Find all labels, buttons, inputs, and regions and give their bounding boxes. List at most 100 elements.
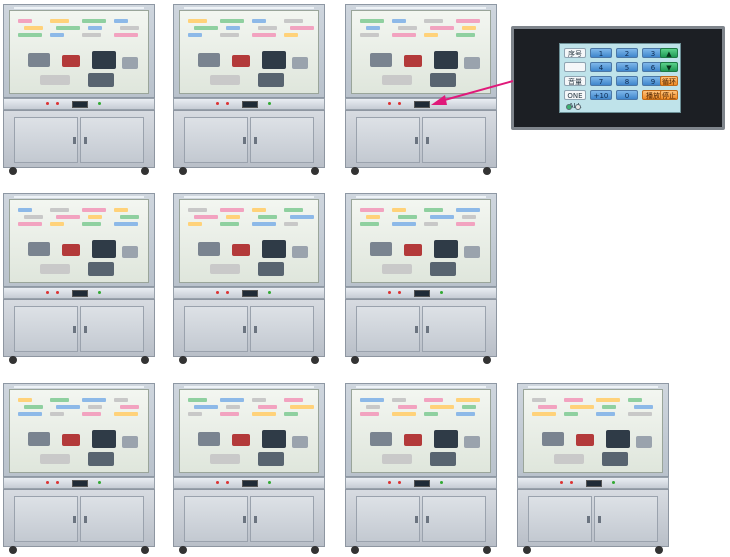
diagram-block	[424, 412, 438, 416]
door-handle	[587, 516, 590, 523]
component	[434, 51, 458, 69]
diagram-block	[252, 33, 276, 37]
control-shelf	[173, 477, 325, 489]
diagram-block	[120, 405, 139, 409]
diagram-block	[220, 412, 239, 416]
caster-wheel	[351, 167, 359, 175]
component	[210, 454, 240, 464]
keypad-key[interactable]: 1	[590, 48, 612, 58]
keypad-key[interactable]: 音量	[564, 76, 586, 86]
diagram-block	[564, 412, 578, 416]
diagram-block	[188, 33, 202, 37]
diagram-block	[628, 412, 652, 416]
component	[258, 262, 284, 276]
diagram-block	[392, 208, 406, 212]
indicator-light	[612, 481, 615, 484]
diagram-block	[88, 26, 102, 30]
diagram-block	[284, 19, 303, 23]
keypad-controller	[72, 480, 88, 487]
keypad-key[interactable]: 循环	[660, 76, 678, 86]
cabinet-body	[3, 299, 155, 357]
component	[292, 436, 308, 448]
display-frame	[517, 383, 669, 477]
diagram-block	[284, 398, 303, 402]
training-cabinet	[173, 4, 325, 176]
diagram-block	[456, 412, 475, 416]
keypad-key[interactable]: ▲	[660, 48, 678, 58]
diagram-block	[462, 26, 476, 30]
component	[262, 51, 286, 69]
diagram-block	[114, 398, 128, 402]
keypad-controller	[72, 290, 88, 297]
component-board	[179, 199, 319, 283]
training-cabinet	[3, 4, 155, 176]
diagram-block	[290, 26, 314, 30]
indicator-light	[216, 102, 219, 105]
keypad-key[interactable]: 8	[616, 76, 638, 86]
diagram-block	[596, 398, 620, 402]
keypad-key[interactable]: 5	[616, 62, 638, 72]
diagram-block	[226, 26, 240, 30]
diagram-block	[284, 412, 298, 416]
keypad-key[interactable]	[564, 62, 586, 72]
diagram-block	[188, 19, 207, 23]
component-board	[179, 10, 319, 94]
component-board	[351, 199, 491, 283]
diagram-block	[424, 398, 443, 402]
diagram-block	[456, 398, 480, 402]
top-light	[528, 386, 658, 388]
status-dot	[575, 104, 581, 110]
diagram-block	[360, 33, 379, 37]
cabinet-door-right	[422, 306, 486, 352]
diagram-block	[24, 26, 43, 30]
keypad-key[interactable]: +10	[590, 90, 612, 100]
keypad-controller	[72, 101, 88, 108]
caster-wheel	[351, 356, 359, 364]
component	[232, 55, 250, 67]
keypad-controller	[242, 290, 258, 297]
diagram-block	[50, 208, 69, 212]
component	[88, 452, 114, 466]
display-frame	[345, 383, 497, 477]
top-light	[184, 7, 314, 9]
diagram-block	[220, 398, 244, 402]
top-light	[356, 196, 486, 198]
cabinet-body	[173, 299, 325, 357]
caster-wheel	[9, 167, 17, 175]
component-board	[351, 10, 491, 94]
diagram-block	[570, 405, 594, 409]
keypad-key[interactable]: 7	[590, 76, 612, 86]
component	[122, 246, 138, 258]
training-cabinet	[3, 383, 155, 555]
cabinet-body	[3, 110, 155, 168]
caster-wheel	[9, 546, 17, 554]
component	[370, 53, 392, 67]
diagram-block	[50, 222, 64, 226]
caster-wheel	[311, 546, 319, 554]
component	[210, 75, 240, 85]
diagram-block	[252, 222, 276, 226]
caster-wheel	[483, 356, 491, 364]
diagram-block	[24, 405, 43, 409]
diagram-block	[456, 33, 475, 37]
diagram-block	[18, 222, 42, 226]
keypad-key[interactable]: 停止	[660, 90, 678, 100]
component-board	[9, 389, 149, 473]
caster-wheel	[483, 546, 491, 554]
diagram-block	[56, 26, 80, 30]
keypad-key[interactable]: ONE ALL	[564, 90, 586, 110]
diagram-block	[532, 398, 546, 402]
keypad-key[interactable]: 序号	[564, 48, 586, 58]
cabinet-door-right	[80, 306, 144, 352]
caster-wheel	[179, 356, 187, 364]
diagram-block	[220, 222, 239, 226]
cabinet-body	[173, 110, 325, 168]
keypad-key[interactable]: ▼	[660, 62, 678, 72]
diagram-block	[258, 215, 277, 219]
diagram-block	[82, 222, 101, 226]
keypad-key[interactable]: 0	[616, 90, 638, 100]
keypad-key[interactable]: 4	[590, 62, 612, 72]
keypad-key[interactable]: 2	[616, 48, 638, 58]
component	[404, 244, 422, 256]
diagram-block	[88, 405, 102, 409]
